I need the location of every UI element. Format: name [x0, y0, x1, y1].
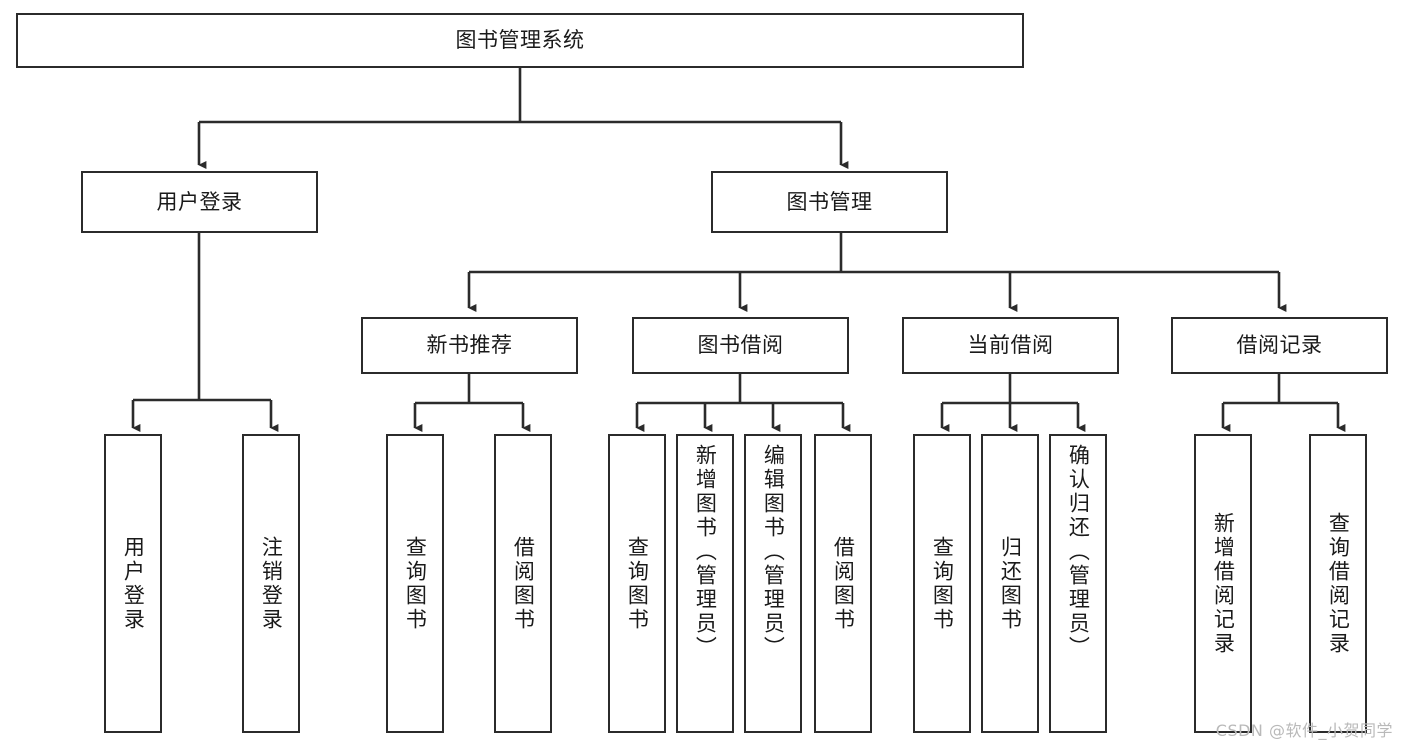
leaf-query-book-1[interactable]: 查询图书	[386, 434, 444, 733]
node-book-borrow[interactable]: 图书借阅	[632, 317, 849, 374]
leaf-query-book-2[interactable]: 查询图书	[608, 434, 666, 733]
leaf-borrow-book-2-label: 借阅图书	[831, 535, 856, 632]
leaf-confirm-return-label: 确认归还（管理员）	[1066, 444, 1091, 660]
node-current-borrow-label: 当前借阅	[967, 333, 1054, 358]
leaf-add-book-label: 新增图书（管理员）	[693, 444, 718, 660]
leaf-query-book-3[interactable]: 查询图书	[913, 434, 971, 733]
leaf-borrow-book-1[interactable]: 借阅图书	[494, 434, 552, 733]
node-book-management[interactable]: 图书管理	[711, 171, 948, 233]
node-new-book-recommend-label: 新书推荐	[426, 333, 513, 358]
leaf-confirm-return[interactable]: 确认归还（管理员）	[1049, 434, 1107, 733]
leaf-query-book-2-label: 查询图书	[625, 535, 650, 632]
leaf-borrow-book-1-label: 借阅图书	[511, 535, 536, 632]
leaf-logout-login-label: 注销登录	[259, 535, 284, 632]
leaf-query-book-1-label: 查询图书	[403, 535, 428, 632]
node-user-login[interactable]: 用户登录	[81, 171, 318, 233]
node-current-borrow[interactable]: 当前借阅	[902, 317, 1119, 374]
node-borrow-record[interactable]: 借阅记录	[1171, 317, 1388, 374]
leaf-add-record-label: 新增借阅记录	[1211, 511, 1236, 656]
leaf-return-book-label: 归还图书	[998, 535, 1023, 632]
leaf-return-book[interactable]: 归还图书	[981, 434, 1039, 733]
leaf-logout-login[interactable]: 注销登录	[242, 434, 300, 733]
watermark-text: CSDN @软件_小贺同学	[1215, 721, 1393, 740]
leaf-user-login-label: 用户登录	[121, 535, 146, 632]
leaf-edit-book[interactable]: 编辑图书（管理员）	[744, 434, 802, 733]
leaf-borrow-book-2[interactable]: 借阅图书	[814, 434, 872, 733]
node-root[interactable]: 图书管理系统	[16, 13, 1024, 68]
node-book-borrow-label: 图书借阅	[697, 333, 784, 358]
leaf-user-login[interactable]: 用户登录	[104, 434, 162, 733]
leaf-add-book[interactable]: 新增图书（管理员）	[676, 434, 734, 733]
leaf-edit-book-label: 编辑图书（管理员）	[761, 444, 786, 660]
node-borrow-record-label: 借阅记录	[1236, 333, 1323, 358]
node-new-book-recommend[interactable]: 新书推荐	[361, 317, 578, 374]
node-root-label: 图书管理系统	[455, 28, 585, 53]
leaf-query-record[interactable]: 查询借阅记录	[1309, 434, 1367, 733]
leaf-query-record-label: 查询借阅记录	[1326, 511, 1351, 656]
leaf-query-book-3-label: 查询图书	[930, 535, 955, 632]
node-user-login-label: 用户登录	[156, 189, 243, 214]
leaf-add-record[interactable]: 新增借阅记录	[1194, 434, 1252, 733]
node-book-management-label: 图书管理	[786, 189, 873, 214]
